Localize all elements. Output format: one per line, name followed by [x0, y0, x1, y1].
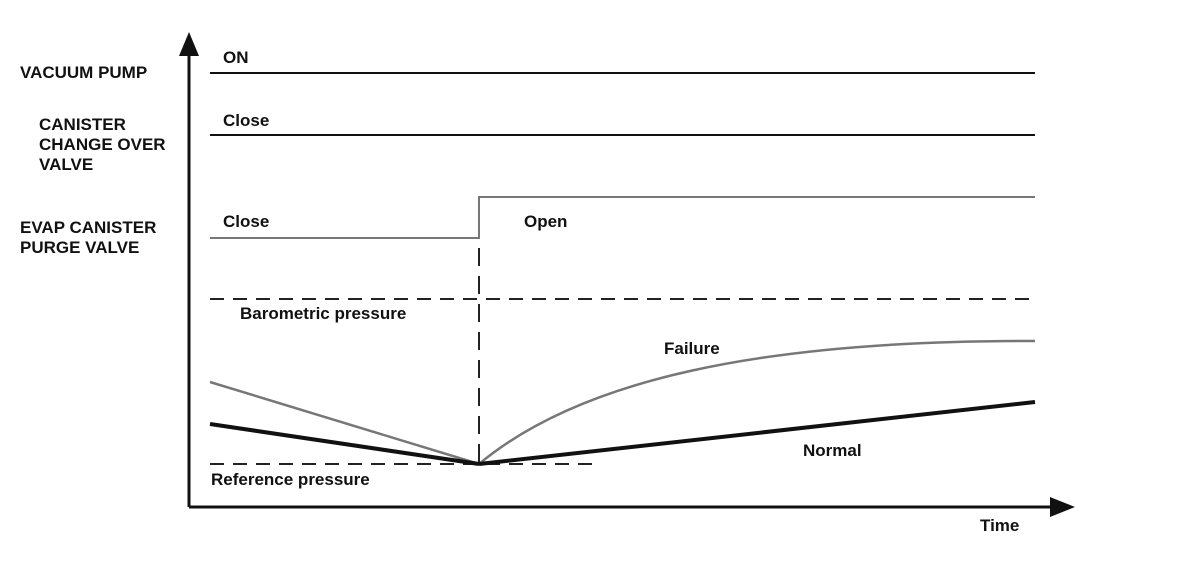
x-axis-arrow [1050, 497, 1075, 517]
purge-valve-state-after: Open [524, 212, 568, 231]
failure-curve-rise [478, 339, 1036, 465]
barometric-pressure-label: Barometric pressure [240, 304, 407, 323]
evap-canister-purge-valve-label: EVAP CANISTER PURGE VALVE [20, 218, 156, 258]
vacuum-pump-state: ON [223, 48, 249, 67]
canister-label-line-3: VALVE [39, 155, 94, 174]
reference-pressure-label: Reference pressure [211, 470, 370, 489]
purge-label-line-2: PURGE VALVE [20, 238, 140, 257]
x-axis-label: Time [980, 516, 1020, 535]
purge-valve-state-before: Close [223, 212, 270, 231]
y-axis-arrow [179, 32, 199, 56]
failure-label: Failure [664, 339, 720, 358]
normal-label: Normal [803, 441, 862, 460]
change-over-valve-state: Close [223, 111, 270, 130]
canister-label-line-1: CANISTER [39, 115, 126, 134]
purge-valve-line [210, 196, 1035, 239]
normal-curve-decline [209, 422, 480, 466]
normal-curve-rise [478, 400, 1036, 466]
purge-label-line-1: EVAP CANISTER [20, 218, 157, 237]
vacuum-pump-label: VACUUM PUMP [20, 63, 148, 82]
failure-curve-decline [209, 380, 480, 466]
canister-label-line-2: CHANGE OVER [39, 135, 166, 154]
canister-change-over-valve-label: CANISTER CHANGE OVER VALVE [39, 115, 166, 175]
